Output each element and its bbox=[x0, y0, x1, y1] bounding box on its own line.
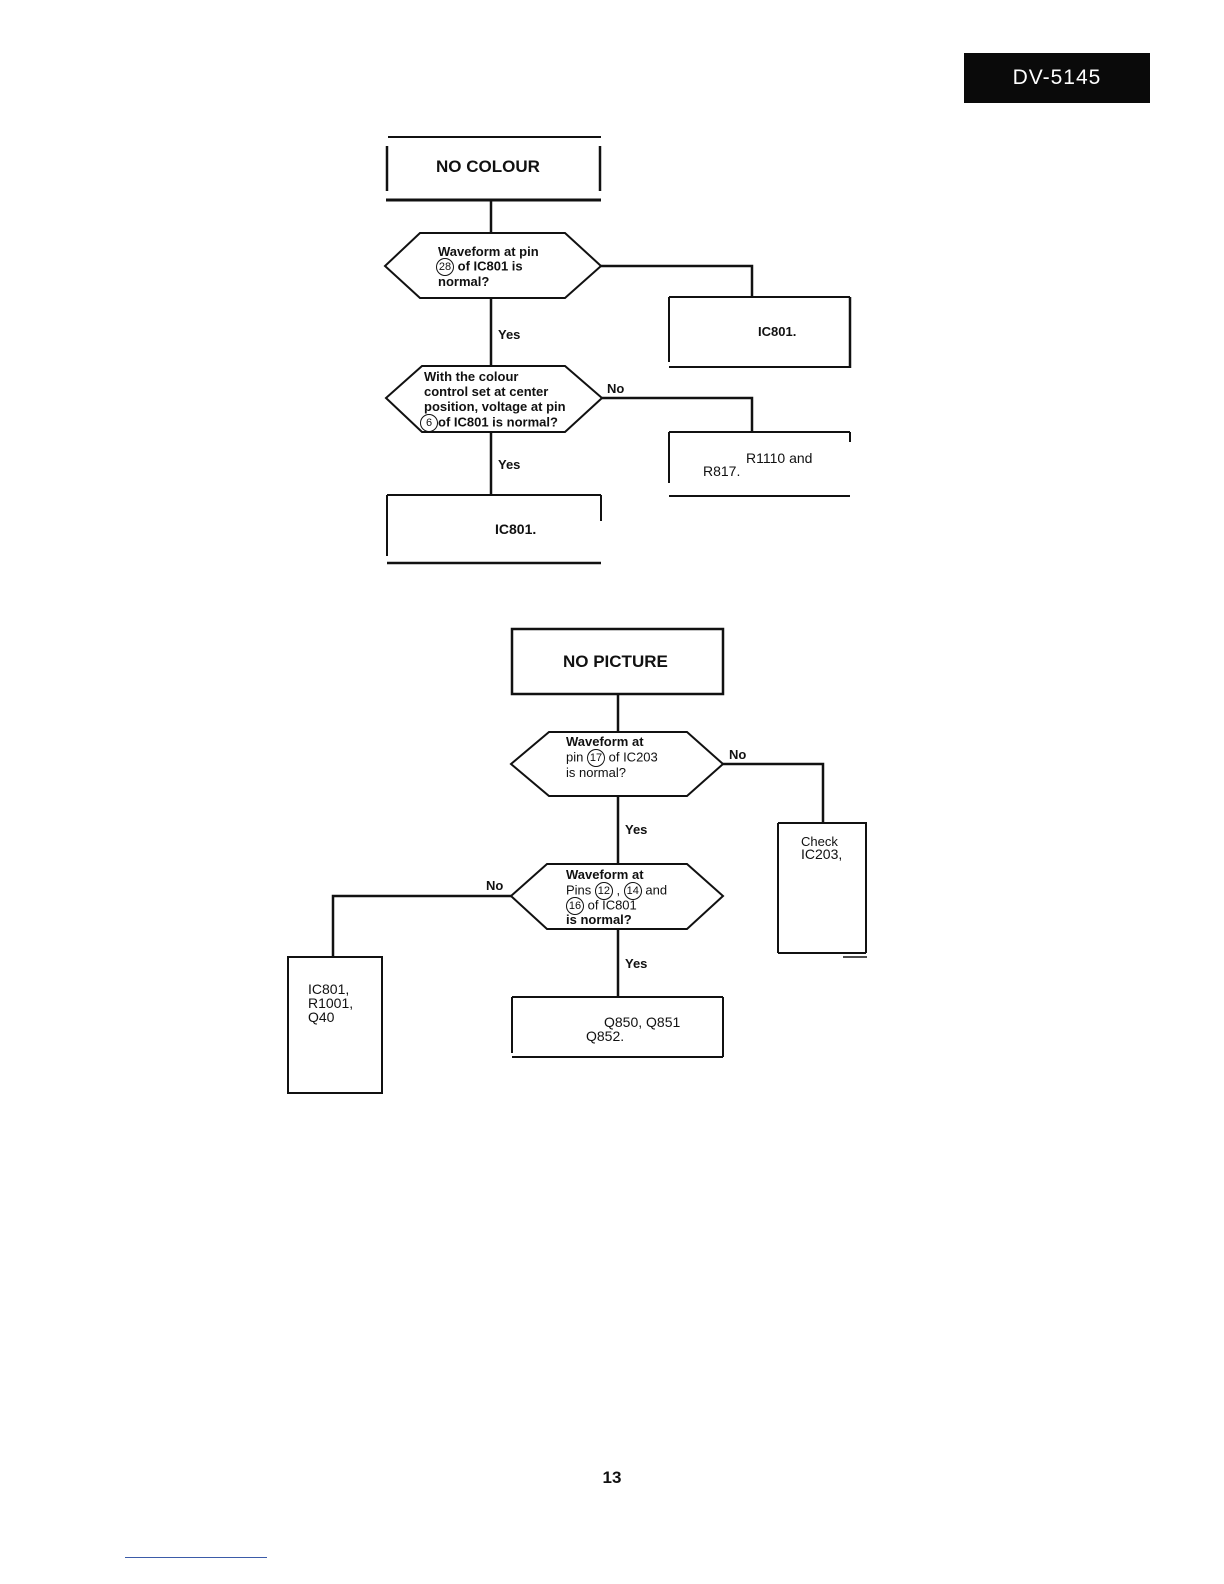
connector-np-d2-no bbox=[331, 894, 511, 957]
no-colour-decision-1 bbox=[383, 232, 603, 299]
no-picture-d2-line3: 16 of IC801 bbox=[566, 897, 637, 915]
no-picture-box-bottom-line2: Q852. bbox=[586, 1028, 625, 1044]
no-picture-title: NO PICTURE bbox=[563, 652, 668, 671]
no-picture-d2-line4: is normal? bbox=[566, 912, 632, 927]
no-colour-box-right-1-text: IC801. bbox=[758, 324, 797, 339]
no-picture-box-left-line1: IC801, bbox=[308, 981, 350, 997]
no-colour-title-box bbox=[385, 136, 602, 202]
no-picture-box-left-line3: Q40 bbox=[308, 1009, 335, 1025]
pin-6-icon: 6 bbox=[420, 414, 438, 432]
no-picture-no-2: No bbox=[486, 878, 504, 893]
no-picture-yes-1: Yes bbox=[625, 822, 648, 837]
no-picture-box-bottom-line1: Q850, Q851 bbox=[604, 1014, 681, 1030]
no-picture-d1-line1: Waveform at bbox=[566, 734, 644, 749]
no-colour-decision-2 bbox=[384, 365, 604, 433]
no-colour-box-right-2-line2: R817. bbox=[703, 463, 741, 479]
no-colour-box-bottom-text: IC801. bbox=[495, 521, 537, 537]
no-colour-yes-1: Yes bbox=[498, 327, 521, 342]
no-picture-box-left-line2: R1001, bbox=[308, 995, 354, 1011]
no-colour-d1-line3: normal? bbox=[438, 274, 490, 289]
connector-np-d1-no bbox=[723, 762, 825, 823]
no-picture-box-right-line2: IC203, bbox=[801, 846, 843, 862]
no-colour-d1-line2: 28 of IC801 is bbox=[436, 258, 523, 276]
no-picture-box-right bbox=[777, 822, 867, 958]
no-colour-d2-line3: position, voltage at pin bbox=[424, 399, 566, 414]
no-colour-no-2: No bbox=[607, 381, 625, 396]
no-picture-box-left bbox=[287, 956, 383, 1094]
no-colour-box-bottom bbox=[386, 494, 602, 565]
connector-d2-no bbox=[602, 396, 754, 432]
no-picture-d2-line2: Pins 12 , 14 and bbox=[566, 882, 667, 900]
no-picture-decision-1 bbox=[509, 731, 725, 797]
no-colour-yes-2: Yes bbox=[498, 457, 521, 472]
footer-rule bbox=[125, 1557, 267, 1558]
no-colour-box-right-1 bbox=[668, 296, 852, 368]
no-colour-d2-line2: control set at center bbox=[424, 384, 549, 399]
no-picture-yes-2: Yes bbox=[625, 956, 648, 971]
no-picture-d1-line2: pin 17 of IC203 bbox=[566, 749, 658, 767]
no-colour-box-right-2-line1: R1110 and bbox=[746, 450, 813, 466]
no-picture-no-1: No bbox=[729, 747, 747, 762]
no-picture-box-right-line1: Check bbox=[801, 834, 838, 849]
model-number-tag: DV-5145 bbox=[964, 53, 1150, 103]
no-picture-box-bottom bbox=[511, 996, 724, 1058]
no-colour-d2-line1: With the colour bbox=[424, 369, 519, 384]
no-picture-d1-line3: is normal? bbox=[566, 765, 626, 780]
no-colour-title: NO COLOUR bbox=[436, 157, 540, 176]
no-picture-d2-line1: Waveform at bbox=[566, 867, 644, 882]
no-colour-d1-line1: Waveform at pin bbox=[438, 244, 539, 259]
connector-d1-no bbox=[601, 264, 754, 297]
page-number: 13 bbox=[602, 1468, 622, 1487]
no-colour-box-right-2 bbox=[668, 431, 851, 497]
